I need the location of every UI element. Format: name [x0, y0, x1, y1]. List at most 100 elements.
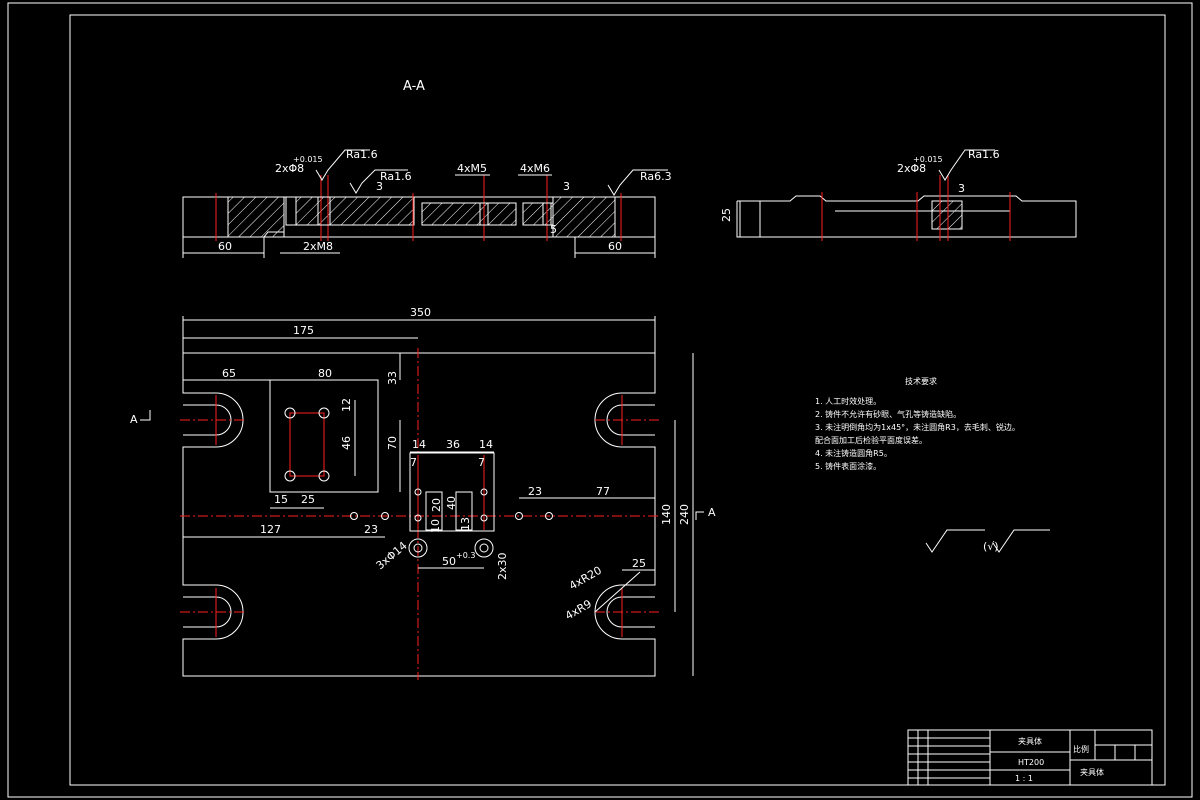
hatch-region-5: [552, 196, 616, 238]
roughness-mark: [315, 149, 370, 181]
side-tol: +0.015: [913, 155, 943, 164]
dim-4xr20: 4xR20: [567, 564, 604, 593]
hole-cut: [285, 196, 297, 226]
label-tol: +0.015: [293, 155, 323, 164]
dim-4xr9: 4xR9: [563, 597, 594, 622]
plate-outline: [182, 352, 656, 677]
pocket-outline: [269, 379, 379, 493]
roughness-mark: [938, 149, 995, 181]
title-part-name: 夹具体: [1018, 736, 1042, 746]
label-2x8: 2xΦ8: [275, 162, 304, 175]
dim-14a: 14: [412, 438, 426, 451]
hatch-region-4: [522, 202, 554, 226]
note-item: 4. 未注铸造圆角R5。: [815, 448, 892, 458]
tapped-hole: [284, 407, 296, 419]
tapped-hole: [318, 470, 330, 482]
dim-20: 20: [430, 498, 443, 512]
dim-13: 13: [459, 517, 472, 531]
roughness-symbol: (√): [925, 529, 1050, 553]
side-view: 25 Ra1.6 2xΦ8 +0.015 3: [720, 148, 1077, 241]
note-item: 2. 铸件不允许有砂眼、气孔等铸造缺陷。: [815, 409, 961, 419]
title-scale: 比例: [1073, 744, 1089, 754]
center-pocket: [409, 452, 495, 532]
inner-border: [69, 14, 1166, 786]
hatch-region-2: [295, 196, 415, 226]
tapped-hole: [284, 470, 296, 482]
dim-3x14: 3xΦ14: [374, 539, 410, 572]
dim-77: 77: [596, 485, 610, 498]
section-view: 60 60 2xM8 Ra1.6 2xΦ8 +0.015 Ra1.6 3 Ra6…: [182, 148, 672, 258]
dim-175: 175: [293, 324, 314, 337]
roughness-mark: [607, 169, 668, 196]
dim-50: 50: [442, 555, 456, 568]
title-drawing-name: 夹具体: [1080, 767, 1104, 777]
tapped-hole: [318, 407, 330, 419]
side-2x8: 2xΦ8: [897, 162, 926, 175]
side-dim-25: 25: [720, 208, 733, 222]
note-item: 5. 铸件表面涂漆。: [815, 461, 881, 471]
dim-36: 36: [446, 438, 460, 451]
section-title: A-A: [403, 79, 425, 94]
pin-hole: [408, 538, 428, 558]
hatch-region-1: [227, 196, 285, 238]
dim-7b: 7: [478, 456, 485, 469]
dim-2x30: 2x30: [496, 552, 509, 580]
technical-notes: 技术要求 1. 人工时效处理。 2. 铸件不允许有砂眼、气孔等铸造缺陷。 3. …: [815, 376, 1020, 471]
dim-60a: 60: [218, 240, 232, 253]
note-item: 配合面加工后检验平面度误差。: [815, 435, 927, 445]
hole-cut: [479, 202, 489, 226]
dim-60b: 60: [608, 240, 622, 253]
rough-16a: Ra1.6: [346, 148, 378, 161]
rough-16b: Ra1.6: [380, 170, 412, 183]
title-block: 夹具体 HT200 比例 1 : 1 夹具体: [907, 729, 1153, 786]
roughness-paren: (√): [983, 540, 999, 553]
dim-23b: 23: [364, 523, 378, 536]
note-item: 1. 人工时效处理。: [815, 396, 881, 406]
dim-70: 70: [386, 436, 399, 450]
side-hatch: [931, 200, 963, 230]
dim-14b: 14: [479, 438, 493, 451]
outer-border: [7, 2, 1193, 798]
dim-46: 46: [340, 436, 353, 450]
dim-15: 15: [274, 493, 288, 506]
side-outline: [736, 195, 1077, 238]
dim-140: 140: [660, 504, 673, 525]
label-2xm8: 2xM8: [303, 240, 333, 253]
dim-12: 12: [340, 398, 353, 412]
pin-hole: [474, 538, 494, 558]
notes-title: 技术要求: [905, 376, 937, 386]
rough-63: Ra6.3: [640, 170, 672, 183]
dim-33: 33: [386, 371, 399, 385]
hole-cut: [317, 196, 331, 226]
dim-10: 10: [429, 519, 442, 533]
dim-240: 240: [678, 504, 691, 525]
hatch-region-3: [421, 202, 517, 226]
dim-350: 350: [410, 306, 431, 319]
dim-3a: 3: [376, 180, 383, 193]
dim-25b: 25: [632, 557, 646, 570]
title-material: HT200: [1018, 758, 1044, 767]
dim-25a: 25: [301, 493, 315, 506]
section-mark-right: A: [708, 506, 716, 519]
label-4xm6: 4xM6: [520, 162, 550, 175]
dim-3b: 3: [563, 180, 570, 193]
dim-sup: +0.3: [456, 551, 475, 560]
plan-view: 350 175 65 80 33 12 46 70 15 25 14 36 14…: [130, 306, 716, 680]
dim-65: 65: [222, 367, 236, 380]
dim-23a: 23: [528, 485, 542, 498]
dim-5: 5: [550, 223, 557, 236]
side-dim-3: 3: [958, 182, 965, 195]
label-4xm5: 4xM5: [457, 162, 487, 175]
note-item: 3. 未注明倒角均为1x45°，未注圆角R3，去毛刺、锐边。: [815, 422, 1020, 432]
hole-pattern-rect: [289, 412, 325, 477]
dim-40: 40: [445, 496, 458, 510]
hole-cut: [542, 202, 552, 226]
title-sheet: 1 : 1: [1015, 774, 1033, 783]
section-mark-left: A: [130, 413, 138, 426]
roughness-mark: [349, 169, 408, 194]
dim-127: 127: [260, 523, 281, 536]
dim-7a: 7: [410, 456, 417, 469]
side-rough: Ra1.6: [968, 148, 1000, 161]
dim-80: 80: [318, 367, 332, 380]
